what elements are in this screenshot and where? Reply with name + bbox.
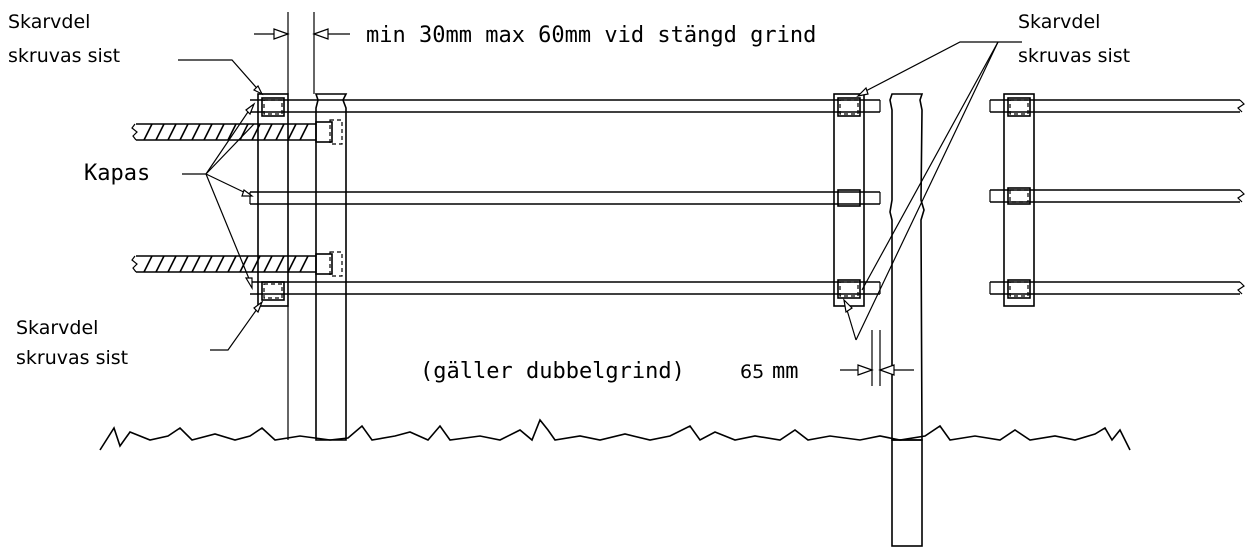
top-left-label-line2: skruvas sist bbox=[8, 45, 120, 67]
far-right-upright bbox=[1003, 93, 1035, 307]
bottom-left-label-line2: skruvas sist bbox=[16, 347, 128, 369]
double-gate-value: 65 bbox=[740, 361, 764, 383]
double-gate-dimension-arrows bbox=[840, 330, 914, 386]
top-left-label-line1: Skarvdel bbox=[8, 11, 90, 33]
right-post bbox=[889, 93, 925, 547]
joint-blocks bbox=[261, 97, 1031, 301]
top-right-label-line2: skruvas sist bbox=[1018, 45, 1130, 67]
hinge-rod-top bbox=[131, 119, 343, 145]
hinge-rod-bottom bbox=[131, 251, 343, 277]
gap-dimension-arrows bbox=[254, 28, 350, 40]
bottom-left-label-line1: Skarvdel bbox=[16, 317, 98, 339]
left-post bbox=[314, 93, 348, 441]
kapas-label: Kapas bbox=[84, 161, 150, 186]
double-gate-label: (gäller dubbelgrind) bbox=[420, 359, 685, 384]
left-gate-frame bbox=[257, 12, 315, 440]
double-gate-unit: mm bbox=[772, 359, 799, 384]
leader-lines bbox=[178, 41, 1022, 351]
top-right-label-line1: Skarvdel bbox=[1018, 11, 1100, 33]
ground-line bbox=[99, 418, 1131, 451]
rails bbox=[249, 99, 1245, 295]
gap-dimension-label: min 30mm max 60mm vid stängd grind bbox=[366, 23, 816, 48]
